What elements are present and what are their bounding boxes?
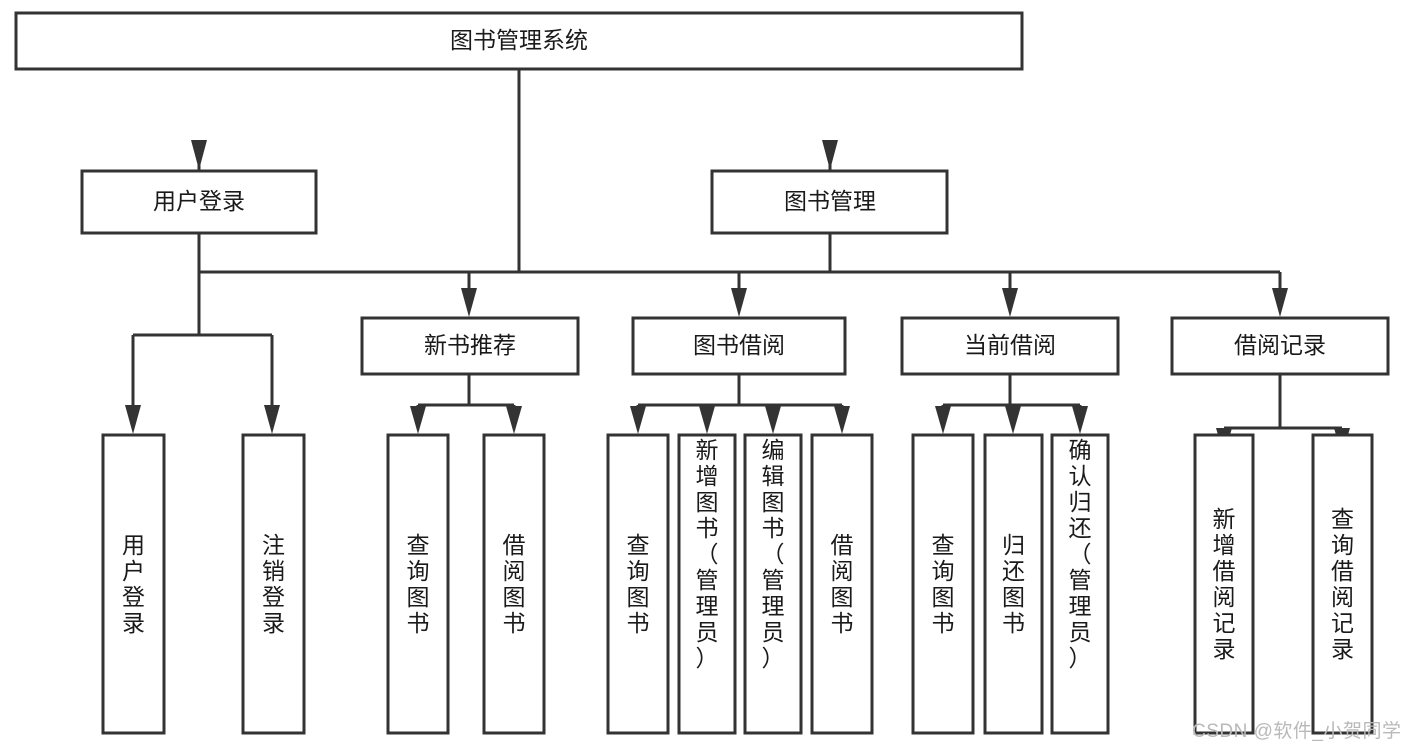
- leaf-box-query-book-borrow[interactable]: [606, 433, 670, 735]
- leaf-box-query-book-current[interactable]: [911, 433, 975, 735]
- node-book-management[interactable]: 图书管理: [710, 169, 949, 235]
- arrow-to-leaf-query-book-borrow: [630, 406, 646, 434]
- leaf-box-query-book-recommend[interactable]: [386, 433, 450, 735]
- node-borrow-record[interactable]: 借阅记录: [1170, 316, 1390, 376]
- arrow-to-leaf-borrow-book: [834, 406, 850, 434]
- node-current-borrow[interactable]: 当前借阅: [900, 316, 1120, 376]
- node-book-borrow-box[interactable]: [631, 316, 847, 376]
- node-book-management-label: 图书管理: [784, 188, 876, 214]
- node-user-login-box[interactable]: [80, 169, 318, 235]
- node-new-book-recommend[interactable]: 新书推荐: [360, 316, 580, 376]
- arrow-to-book-borrow: [731, 288, 747, 317]
- node-user-login-label: 用户登录: [153, 188, 245, 214]
- arrow-to-leaf-query-book-current: [935, 406, 951, 434]
- leaf-box-user-login[interactable]: [101, 433, 166, 735]
- connector-group-book-management: [461, 233, 1288, 317]
- connector-group-user-login: [125, 233, 280, 434]
- connector-group-new-book-recommend: [410, 374, 522, 434]
- leaf-box-confirm-return[interactable]: [1050, 433, 1110, 735]
- arrow-to-leaf-edit-book: [765, 406, 781, 434]
- node-root[interactable]: 图书管理系统: [14, 11, 1024, 71]
- arrow-to-current-borrow: [1002, 288, 1018, 317]
- leaf-box-borrow-book[interactable]: [810, 433, 874, 735]
- arrow-to-user-login: [191, 140, 207, 170]
- node-book-borrow[interactable]: 图书借阅: [631, 316, 847, 376]
- leaf-box-logout[interactable]: [241, 433, 306, 735]
- leaf-box-query-borrow-record[interactable]: [1311, 433, 1374, 735]
- arrow-to-leaf-return-book: [1005, 406, 1021, 434]
- node-root-label: 图书管理系统: [450, 27, 588, 53]
- leaf-box-return-book[interactable]: [983, 433, 1044, 735]
- arrow-to-leaf-logout: [264, 405, 280, 434]
- node-book-borrow-label: 图书借阅: [693, 332, 785, 358]
- arrow-to-leaf-user-login: [125, 405, 141, 434]
- connector-group-current-borrow: [935, 374, 1088, 434]
- node-current-borrow-label: 当前借阅: [964, 332, 1056, 358]
- node-new-book-recommend-box[interactable]: [360, 316, 580, 376]
- node-borrow-record-box[interactable]: [1170, 316, 1390, 376]
- arrow-to-leaf-query-book-recommend: [410, 406, 426, 434]
- arrow-to-borrow-record: [1272, 288, 1288, 317]
- node-borrow-record-label: 借阅记录: [1234, 332, 1326, 358]
- node-root-box[interactable]: [14, 11, 1024, 71]
- node-new-book-recommend-label: 新书推荐: [424, 332, 516, 358]
- leaf-boxes-group: [101, 433, 1374, 735]
- connector-group-book-borrow: [630, 374, 850, 434]
- leaf-box-add-book[interactable]: [677, 433, 737, 735]
- arrow-to-leaf-confirm-return: [1072, 406, 1088, 434]
- leaf-box-edit-book[interactable]: [743, 433, 803, 735]
- node-current-borrow-box[interactable]: [900, 316, 1120, 376]
- csdn-watermark: CSDN @软件_小贺同学: [1192, 721, 1402, 742]
- arrow-to-leaf-borrow-book-recommend: [506, 406, 522, 434]
- arrow-to-book-management: [822, 140, 838, 170]
- leaf-box-borrow-book-recommend[interactable]: [482, 433, 546, 735]
- leaf-box-add-borrow-record[interactable]: [1193, 433, 1255, 735]
- arrow-to-new-book-recommend: [461, 288, 477, 317]
- node-book-management-box[interactable]: [710, 169, 949, 235]
- arrow-to-leaf-add-book: [699, 406, 715, 434]
- node-user-login[interactable]: 用户登录: [80, 169, 318, 235]
